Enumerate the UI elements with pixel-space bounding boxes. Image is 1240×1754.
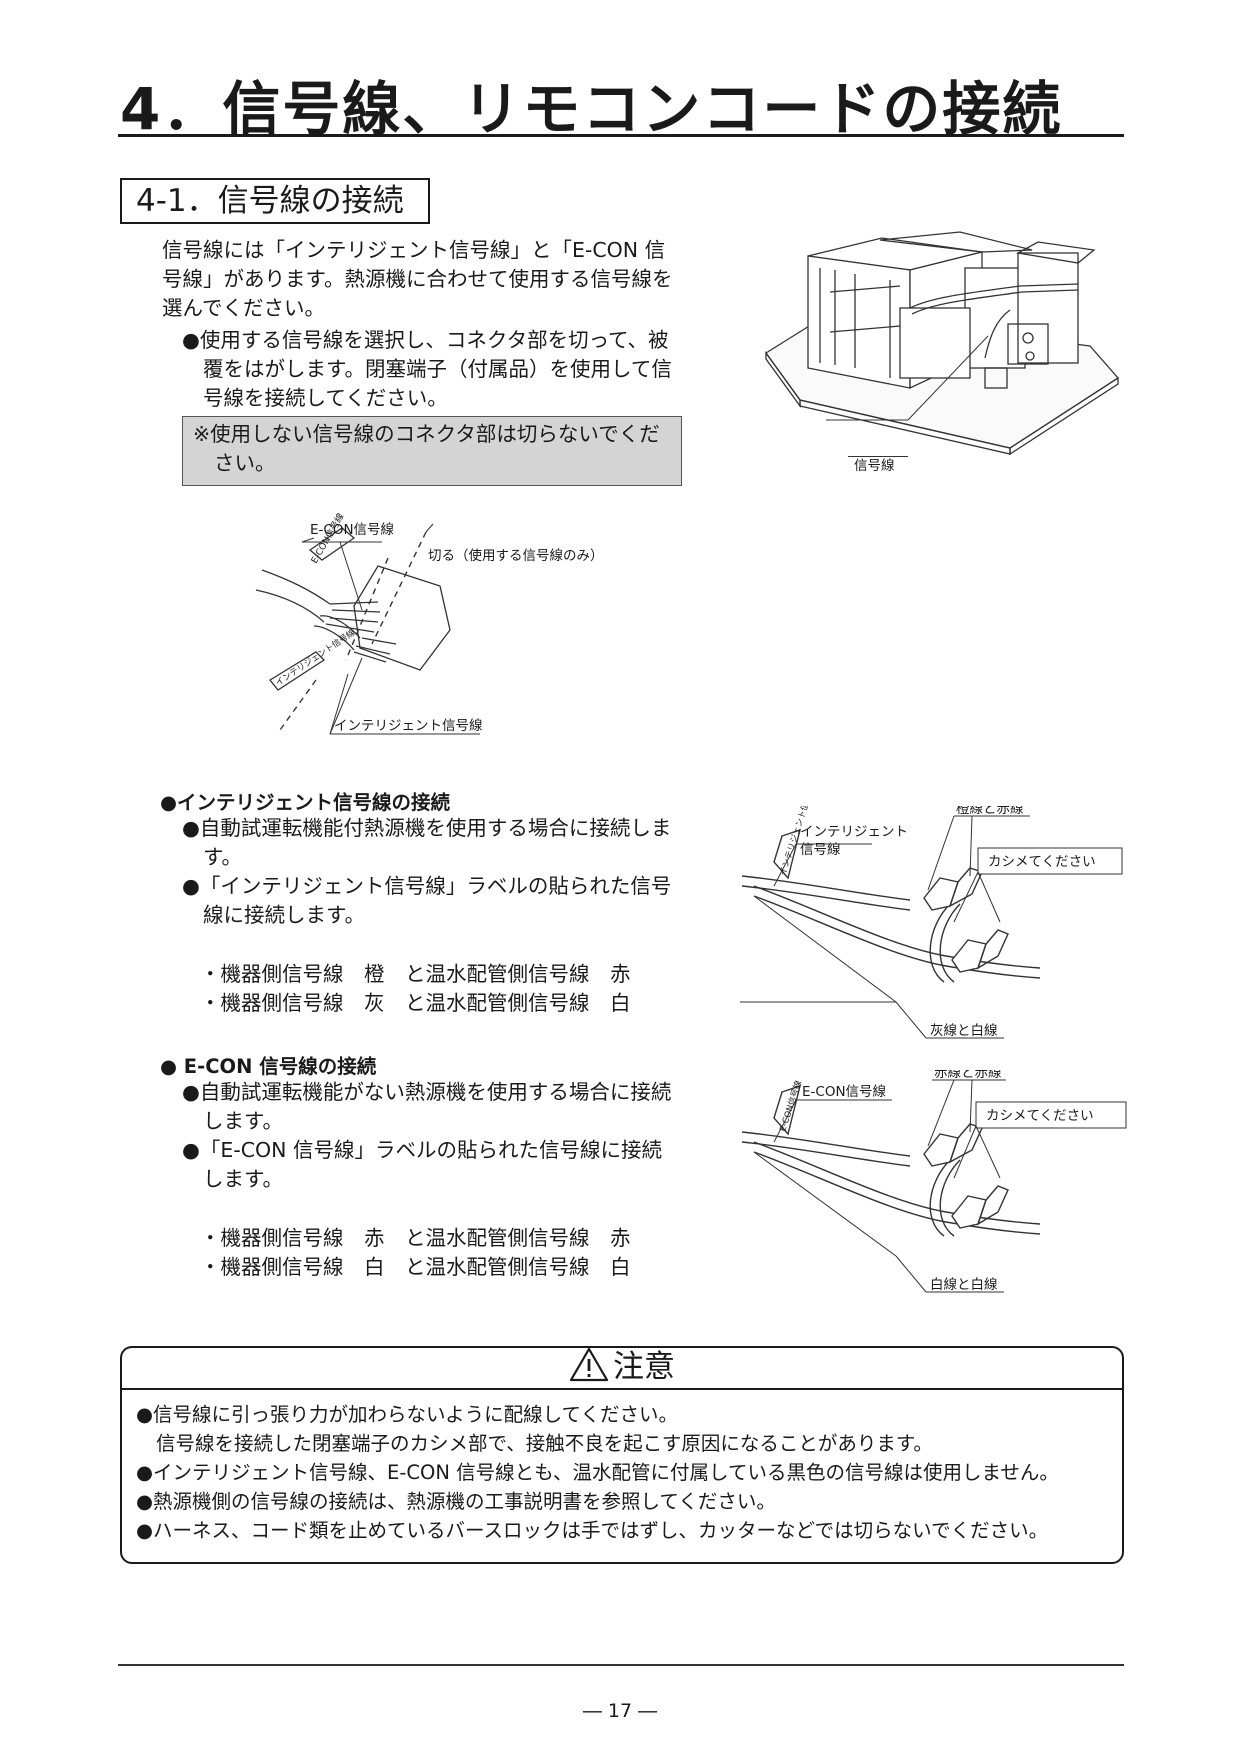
- warning-icon: [569, 1347, 609, 1382]
- page-number: ― 17 ―: [582, 1700, 658, 1722]
- intelligent-tag: インテリジェント信号線: [274, 627, 358, 689]
- intro-line: 信号線には「インテリジェント信号線」と「E-CON 信: [162, 238, 666, 262]
- caution-line: 信号線を接続した閉塞端子のカシメ部で、接触不良を起こす原因になることがあります。: [156, 1432, 933, 1455]
- intelligent-bullets: ●自動試運転機能付熱源機を使用する場合に接続しま す。 ●「インテリジェント信号…: [182, 814, 671, 930]
- intro-bullet-line: 覆をはがします。閉塞端子（付属品）を使用して信: [203, 357, 672, 381]
- caution-line: ●信号線に引っ張り力が加わらないように配線してください。: [136, 1403, 678, 1426]
- econ-pair: ・機器側信号線 白 と温水配管側信号線 白: [200, 1255, 631, 1279]
- section-heading: 4-1．信号線の接続: [120, 178, 430, 224]
- title-rule: [118, 134, 1124, 137]
- caution-line: ●インテリジェント信号線、E-CON 信号線とも、温水配管に付属している黒色の信…: [136, 1461, 1059, 1484]
- intelligent-bullet-line: ●「インテリジェント信号線」ラベルの貼られた信号: [182, 874, 672, 898]
- econ-pairs: ・機器側信号線 赤 と温水配管側信号線 赤 ・機器側信号線 白 と温水配管側信号…: [200, 1224, 631, 1282]
- caution-header: 注意: [120, 1346, 1124, 1390]
- econ-heading: ● E-CON 信号線の接続: [160, 1055, 377, 1078]
- gray-white-label: 灰線と白線: [930, 1023, 998, 1039]
- intro-paragraph: 信号線には「インテリジェント信号線」と「E-CON 信 号線」があります。熱源機…: [162, 236, 672, 323]
- intro-line: 選んでください。: [162, 296, 325, 320]
- crimp-label: カシメてください: [988, 854, 1096, 870]
- econ-crimp-label: カシメてください: [986, 1108, 1094, 1124]
- econ-wire-illustration: E-CON信号線 E-CON信号線 赤線と赤線 カシメてください 白線と白線: [741, 1070, 1127, 1293]
- econ-fig-label: E-CON信号線: [802, 1084, 887, 1100]
- econ-bullet-line: ●「E-CON 信号線」ラベルの貼られた信号線に接続: [182, 1138, 663, 1162]
- red-red-label: 赤線と赤線: [934, 1070, 1002, 1081]
- intelligent-pair: ・機器側信号線 橙 と温水配管側信号線 赤: [200, 962, 631, 986]
- econ-bullet-line: ●自動試運転機能がない熱源機を使用する場合に接続: [182, 1080, 672, 1104]
- caution-text: ●信号線に引っ張り力が加わらないように配線してください。 信号線を接続した閉塞端…: [136, 1400, 1059, 1545]
- caution-box: [120, 1346, 1124, 1564]
- econ-bullet-line: します。: [203, 1109, 283, 1133]
- white-white-label: 白線と白線: [930, 1277, 998, 1293]
- intelligent-wire-illustration: インテリジェント信号線 インテリジェント 信号線 橙線と赤線 カシメてください …: [740, 806, 1123, 1039]
- orange-red-label: 橙線と赤線: [956, 806, 1024, 817]
- intelligent-bullet-line: 線に接続します。: [203, 903, 365, 927]
- intelligent-bullet-line: す。: [203, 845, 242, 869]
- intelligent-label: インテリジェント信号線: [334, 718, 483, 734]
- econ-bullet-line: します。: [203, 1167, 283, 1191]
- unit-illustration: 信号線: [765, 231, 1119, 474]
- caution-title-wrap: 注意: [120, 1346, 1124, 1388]
- econ-bullets: ●自動試運転機能がない熱源機を使用する場合に接続 します。 ●「E-CON 信号…: [182, 1078, 671, 1194]
- footer-rule: [118, 1664, 1124, 1666]
- note-line: さい。: [214, 451, 276, 475]
- intelligent-bullet-line: ●自動試運転機能付熱源機を使用する場合に接続しま: [182, 816, 672, 840]
- caution-line: ●ハーネス、コード類を止めているバースロックは手ではずし、カッターなどでは切らな…: [136, 1519, 1049, 1542]
- intro-bullet-line: 号線を接続してください。: [203, 386, 448, 410]
- intelligent-fig-label: インテリジェント: [800, 824, 908, 840]
- note-box: ※使用しない信号線のコネクタ部は切らないでくだ さい。: [182, 416, 682, 486]
- intro-bullet: ●使用する信号線を選択し、コネクタ部を切って、被 覆をはがします。閉塞端子（付属…: [182, 326, 672, 413]
- intelligent-pairs: ・機器側信号線 橙 と温水配管側信号線 赤 ・機器側信号線 灰 と温水配管側信号…: [200, 960, 631, 1018]
- unit-label-underline: [848, 456, 908, 457]
- unit-signal-label: 信号線: [854, 458, 895, 474]
- intro-bullet-line: ●使用する信号線を選択し、コネクタ部を切って、被: [182, 328, 669, 352]
- page-title: 4．信号線、リモコンコードの接続: [120, 75, 1063, 143]
- intro-line: 号線」があります。熱源機に合わせて使用する信号線を: [162, 267, 673, 291]
- intelligent-heading: ●インテリジェント信号線の接続: [160, 791, 451, 814]
- connector-illustration: E-CON信号線 切る（使用する信号線のみ） E-CON信号線 インテリジェント…: [255, 511, 604, 735]
- caution-line: ●熱源機側の信号線の接続は、熱源機の工事説明書を参照してください。: [136, 1490, 776, 1513]
- caution-title: 注意: [613, 1349, 675, 1385]
- note-line: ※使用しない信号線のコネクタ部は切らないでくだ: [193, 422, 660, 446]
- cut-label: 切る（使用する信号線のみ）: [428, 547, 604, 564]
- econ-pair: ・機器側信号線 赤 と温水配管側信号線 赤: [200, 1226, 631, 1250]
- intelligent-fig-label-2: 信号線: [800, 842, 841, 858]
- econ-label: E-CON信号線: [310, 522, 395, 538]
- intelligent-pair: ・機器側信号線 灰 と温水配管側信号線 白: [200, 991, 631, 1015]
